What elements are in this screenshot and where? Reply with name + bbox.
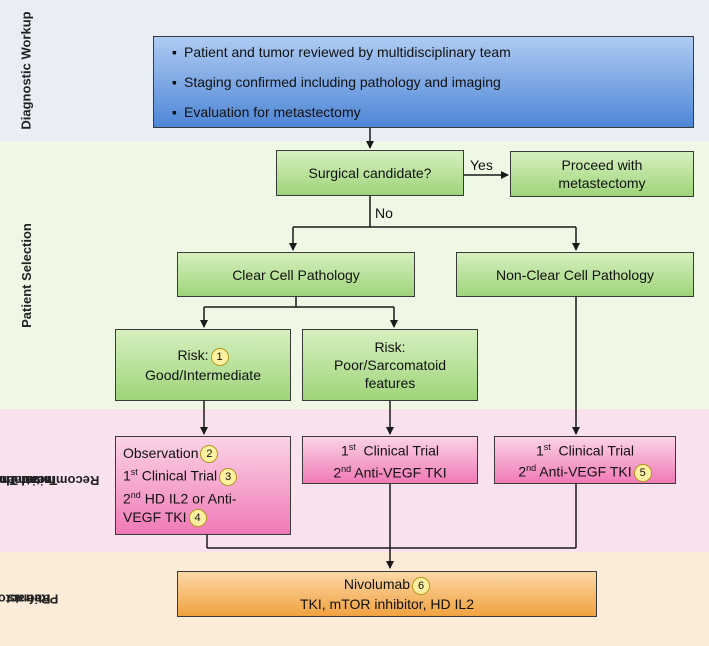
clinical-trial-text: Clinical Trial — [355, 443, 440, 459]
risk-poor-label: Risk: — [374, 339, 406, 355]
therapy-poor-box: 1st Clinical Trial 2nd Anti-VEGF TKI — [302, 436, 478, 484]
refractory-alternatives-text: TKI, mTOR inhibitor, HD IL2 — [299, 595, 474, 612]
nonclear-cell-text: Non-Clear Cell Pathology — [496, 266, 654, 283]
ordinal: 2 — [333, 464, 342, 481]
nonclear-cell-box: Non-Clear Cell Pathology — [456, 252, 694, 297]
yes-label: Yes — [470, 157, 493, 173]
clear-cell-text: Clear Cell Pathology — [232, 266, 360, 283]
footnote-5-badge: 5 — [633, 464, 652, 483]
risk-good-text: Good/Intermediate — [145, 366, 261, 383]
surgical-candidate-text: Surgical candidate? — [308, 165, 432, 181]
vegf-tki-text: VEGF TKI — [123, 508, 187, 525]
risk-good-label: Risk: — [177, 347, 209, 364]
clinical-trial-text: Clinical Trial — [137, 467, 218, 484]
footnote-1-badge: 1 — [210, 347, 229, 366]
ordinal-suffix: nd — [130, 490, 141, 501]
vegf-tki-text: Anti-VEGF TKI — [536, 464, 632, 480]
ordinal: 1 — [535, 442, 544, 459]
footnote-4-badge: 4 — [188, 509, 207, 528]
proceed-metastectomy-box: Proceed with metastectomy — [510, 151, 694, 197]
footnote-2-badge: 2 — [200, 445, 219, 464]
hd-il2-text: HD IL2 or Anti- — [140, 490, 237, 507]
observation-text: Observation — [123, 444, 199, 461]
ordinal-suffix: st — [348, 442, 356, 453]
ordinal-suffix: nd — [341, 464, 352, 474]
ordinal: 2 — [518, 464, 527, 480]
ordinal-suffix: nd — [526, 463, 537, 474]
footnote-3-badge: 3 — [219, 468, 238, 487]
workup-list: Patient and tumor reviewed by multidisci… — [164, 37, 683, 127]
ordinal-suffix: st — [543, 441, 551, 452]
ordinal: 1 — [123, 467, 131, 484]
no-label: No — [375, 205, 393, 221]
nivolumab-text: Nivolumab — [343, 576, 411, 593]
workup-box: Patient and tumor reviewed by multidisci… — [153, 36, 694, 128]
ordinal: 1 — [340, 443, 349, 459]
risk-poor-box: Risk: Poor/Sarcomatoid features — [302, 329, 478, 401]
workup-item: Evaluation for metastectomy — [164, 97, 683, 127]
surgical-candidate-box: Surgical candidate? — [276, 150, 464, 196]
risk-poor-line-1: Poor/Sarcomatoid — [333, 357, 447, 373]
vegf-tki-text: Anti-VEGF TKI — [351, 464, 447, 481]
footnote-6-badge: 6 — [412, 576, 431, 595]
proceed-line-1: Proceed with — [561, 157, 643, 173]
ordinal: 2 — [123, 490, 131, 507]
risk-good-box: Risk:1 Good/Intermediate — [115, 329, 291, 401]
clear-cell-box: Clear Cell Pathology — [177, 252, 415, 297]
proceed-line-2: metastectomy — [558, 175, 646, 191]
clinical-trial-text: Clinical Trial — [550, 442, 635, 459]
ordinal-suffix: st — [130, 467, 138, 478]
workup-item: Patient and tumor reviewed by multidisci… — [164, 37, 683, 67]
risk-poor-line-2: features — [364, 375, 416, 391]
workup-item: Staging confirmed including pathology an… — [164, 67, 683, 97]
